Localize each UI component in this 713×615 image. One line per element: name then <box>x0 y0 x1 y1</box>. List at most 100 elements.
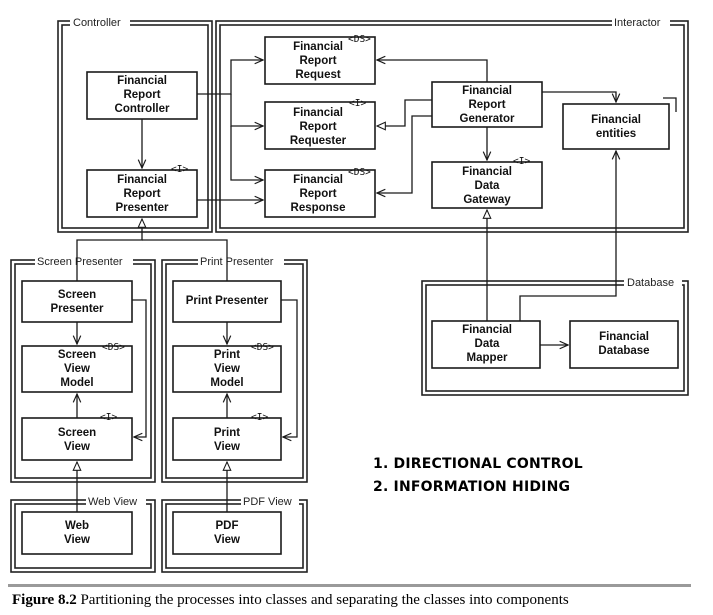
mapper-to-entities-arrow <box>519 151 616 321</box>
financial-report-request-box: Financial Report Request <DS> <box>264 34 376 85</box>
box-label-line: Screen <box>58 349 96 361</box>
financial-report-response-box: Financial Report Response <DS> <box>264 167 376 218</box>
financial-report-controller-box: Financial Report Controller <box>86 71 198 120</box>
print-presenter-to-view-arrow <box>281 299 298 437</box>
box-label-line: Database <box>598 345 649 357</box>
box-label-line: View <box>64 363 90 375</box>
box-label-line: View <box>214 441 240 453</box>
generator-to-request-arrow <box>377 60 488 82</box>
box-label-line: Requester <box>290 135 347 147</box>
web-view-box: Web View <box>21 511 133 555</box>
note-information-hiding: 2. INFORMATION HIDING <box>373 479 571 495</box>
box-label-line: Report <box>299 55 336 67</box>
box-label-line: View <box>64 441 90 453</box>
box-label-line: Model <box>60 377 93 389</box>
box-label-line: Financial <box>462 85 512 97</box>
box-label-line: Data <box>475 180 501 192</box>
financial-entities-box: Financial entities <box>562 97 677 150</box>
pdf-view-frame: PDF View <box>161 496 308 573</box>
pdf-view-box: PDF View <box>172 511 282 555</box>
generator-implements-requester <box>377 99 432 126</box>
controller-frame: Controller <box>57 17 213 233</box>
financial-data-mapper-box: Financial Data Mapper <box>431 320 541 369</box>
financial-report-generator-box: Financial Report Generator <box>431 81 543 128</box>
box-label-line: Screen <box>58 289 96 301</box>
box-label-line: Print Presenter <box>186 295 269 307</box>
print-presenter-frame-title: Print Presenter <box>200 256 274 268</box>
interactor-frame-title: Interactor <box>614 17 661 29</box>
financial-report-requester-box: Financial Report Requester <I> <box>264 98 376 150</box>
box-label-line: Financial <box>293 174 343 186</box>
box-label-line: Report <box>468 99 505 111</box>
interface-stereotype: <I> <box>251 412 268 423</box>
screen-presenter-frame: Screen Presenter <box>10 256 156 483</box>
web-view-frame-title: Web View <box>88 496 137 508</box>
controller-to-response-arrow <box>230 126 263 180</box>
box-label-line: Financial <box>591 114 641 126</box>
print-presenter-frame: Print Presenter <box>161 256 308 483</box>
box-label-line: Print <box>214 349 240 361</box>
screen-presenter-implements-presenter <box>76 219 142 281</box>
box-label-line: Report <box>123 89 160 101</box>
box-label-line: Financial <box>293 41 343 53</box>
financial-data-gateway-box: Financial Data Gateway <I> <box>431 156 543 209</box>
box-label-line: Financial <box>462 324 512 336</box>
ds-stereotype: <DS> <box>348 34 371 45</box>
screen-presenter-box: Screen Presenter <box>21 280 133 323</box>
entities-collection-corner <box>663 97 677 112</box>
database-frame-title: Database <box>627 277 674 289</box>
box-label-line: Financial <box>117 174 167 186</box>
note-directional-control: 1. DIRECTIONAL CONTROL <box>373 456 583 472</box>
caption-text: Partitioning the processes into classes … <box>76 592 569 608</box>
ds-stereotype: <DS> <box>348 167 371 178</box>
interface-stereotype: <I> <box>513 156 530 167</box>
box-label-line: View <box>214 534 240 546</box>
print-presenter-box: Print Presenter <box>172 280 282 323</box>
box-label-line: Report <box>299 121 336 133</box>
box-label-line: Generator <box>460 113 515 125</box>
financial-report-presenter-box: Financial Report Presenter <I> <box>86 164 198 218</box>
generator-to-response-arrow <box>377 115 432 193</box>
interface-stereotype: <I> <box>100 412 117 423</box>
box-label-line: Gateway <box>463 194 511 206</box>
database-frame: Database <box>421 277 689 396</box>
figure-caption: Figure 8.2 Partitioning the processes in… <box>12 592 569 609</box>
box-label-line: Mapper <box>467 352 508 364</box>
interface-stereotype: <I> <box>349 98 366 109</box>
financial-database-box: Financial Database <box>569 320 679 369</box>
screen-presenter-frame-title: Screen Presenter <box>37 256 123 268</box>
connectors <box>77 60 616 512</box>
pdf-view-frame-title: PDF View <box>243 496 292 508</box>
box-label-line: PDF <box>216 520 239 532</box>
print-view-model-box: Print View Model <DS> <box>172 342 282 393</box>
box-label-line: Response <box>291 202 346 214</box>
caption-label: Figure 8.2 <box>12 592 77 608</box>
box-label-line: Request <box>295 69 341 81</box>
box-label-line: Presenter <box>50 303 104 315</box>
screen-view-model-box: Screen View Model <DS> <box>21 342 133 393</box>
print-view-box: Print View <I> <box>172 412 282 461</box>
box-label-line: Financial <box>462 166 512 178</box>
box-label-line: Print <box>214 427 240 439</box>
box-label-line: Financial <box>599 331 649 343</box>
ds-stereotype: <DS> <box>251 342 274 353</box>
controller-to-requester-arrow <box>230 94 263 126</box>
interface-stereotype: <I> <box>171 164 188 175</box>
box-label-line: Model <box>210 377 243 389</box>
box-label-line: Financial <box>293 107 343 119</box>
box-label-line: Presenter <box>115 202 169 214</box>
screen-presenter-to-view-arrow <box>132 299 147 437</box>
box-label-line: View <box>64 534 90 546</box>
box-label-line: Controller <box>115 103 170 115</box>
interactor-frame: Interactor <box>215 17 689 233</box>
box-label-line: Financial <box>117 75 167 87</box>
screen-view-box: Screen View <I> <box>21 412 133 461</box>
controller-frame-title: Controller <box>73 17 121 29</box>
ds-stereotype: <DS> <box>102 342 125 353</box>
box-label-line: entities <box>596 128 636 140</box>
caption-divider <box>8 584 691 587</box>
web-view-frame: Web View <box>10 496 156 573</box>
box-label-line: View <box>214 363 240 375</box>
generator-to-entities-arrow <box>542 91 616 102</box>
